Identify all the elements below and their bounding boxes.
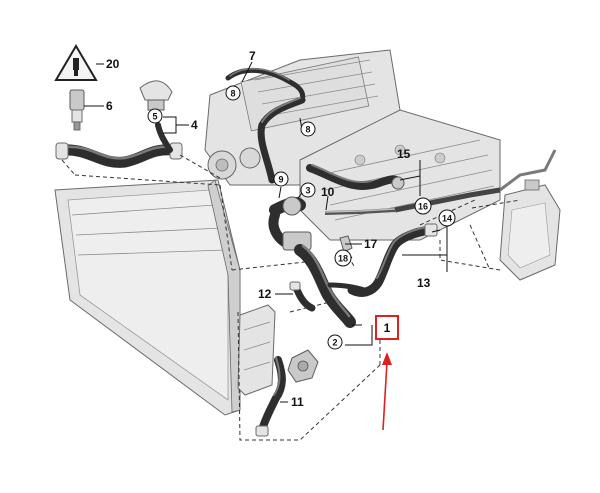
svg-text:9: 9 — [278, 175, 283, 185]
callout-2[interactable]: 2 — [327, 334, 343, 350]
vent-line-7[interactable] — [225, 67, 306, 103]
svg-text:8: 8 — [305, 125, 310, 135]
callout-15[interactable]: 15 — [397, 147, 411, 161]
callout-13[interactable]: 13 — [417, 276, 431, 290]
temperature-sensor[interactable] — [69, 89, 85, 131]
callout-16[interactable]: 16 — [414, 197, 432, 215]
expansion-tank[interactable] — [499, 149, 561, 281]
callout-4[interactable]: 4 — [191, 118, 198, 132]
callout-6[interactable]: 6 — [106, 99, 113, 113]
small-hose-5[interactable] — [155, 122, 173, 153]
auxiliary-radiator[interactable] — [237, 304, 276, 396]
callout-20[interactable]: 20 — [106, 57, 120, 71]
water-pump[interactable] — [287, 349, 319, 383]
svg-text:18: 18 — [338, 254, 348, 264]
callout-11[interactable]: 11 — [291, 395, 304, 409]
warning-triangle-icon — [54, 44, 98, 81]
callout-18[interactable]: 18 — [334, 249, 352, 267]
radiator-lower-hose-1[interactable] — [294, 244, 373, 328]
svg-text:1: 1 — [384, 321, 391, 335]
callout-17[interactable]: 17 — [364, 237, 378, 251]
callout-8-top[interactable]: 8 — [225, 85, 241, 101]
callout-9[interactable]: 9 — [273, 171, 289, 187]
callout-10[interactable]: 10 — [321, 185, 335, 199]
svg-text:8: 8 — [230, 89, 235, 99]
callout-12[interactable]: 12 — [258, 287, 272, 301]
callout-8-lower[interactable]: 8 — [300, 121, 316, 137]
hose-16[interactable] — [394, 187, 501, 213]
hose-11[interactable] — [255, 356, 286, 437]
svg-text:16: 16 — [418, 202, 428, 212]
filler-cap[interactable] — [139, 80, 173, 111]
svg-text:3: 3 — [305, 186, 310, 196]
hose-12[interactable] — [289, 281, 316, 312]
red-pointer-arrow — [382, 352, 392, 431]
radiator-upper-hose[interactable] — [55, 142, 183, 168]
thermostat-housing[interactable] — [268, 196, 312, 251]
svg-text:5: 5 — [152, 112, 157, 122]
callout-5[interactable]: 5 — [147, 108, 163, 124]
callout-7[interactable]: 7 — [249, 49, 256, 63]
svg-text:2: 2 — [332, 338, 337, 348]
callout-1-highlighted[interactable]: 1 — [375, 315, 399, 340]
coolant-hose-8[interactable] — [257, 96, 306, 184]
callout-3[interactable]: 3 — [300, 182, 316, 198]
radiator[interactable] — [54, 179, 241, 416]
svg-text:14: 14 — [442, 214, 452, 224]
coolant-line-10[interactable] — [324, 208, 396, 215]
callout-14[interactable]: 14 — [438, 209, 456, 227]
